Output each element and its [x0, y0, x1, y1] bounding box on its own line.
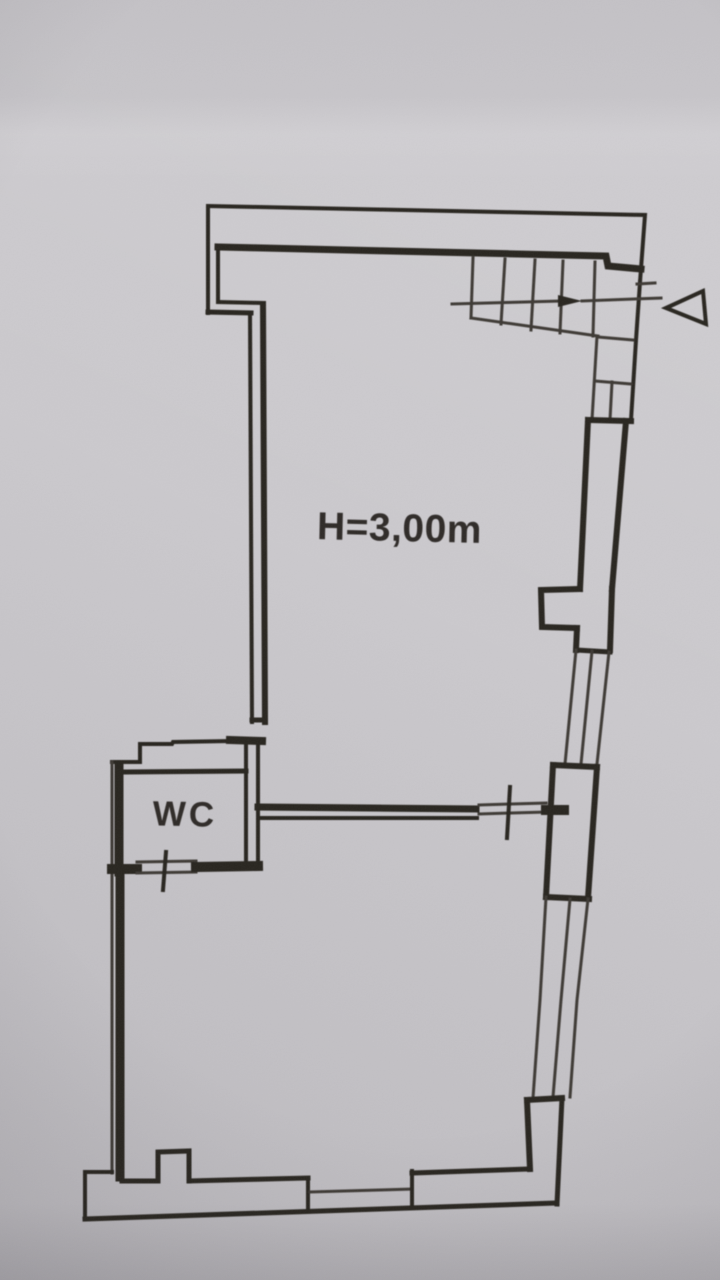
- right-wall-outer-stair: [628, 279, 643, 423]
- left-step-inner: [215, 299, 265, 306]
- stair-tread-3: [529, 258, 537, 332]
- partition-door-tick: [504, 784, 513, 841]
- left-step-outer: [205, 309, 254, 316]
- room-left-wall-outer: [247, 310, 255, 725]
- corner-outer: [554, 1095, 565, 1207]
- stair-entry-tick: [635, 281, 657, 286]
- wc-top-wall-inner: [122, 768, 249, 775]
- window1-mid: [579, 649, 594, 766]
- window1-outer: [595, 650, 611, 766]
- room-left-wall-inner: [259, 300, 269, 726]
- bottom-wall-outer: [82, 1200, 560, 1222]
- corner-cap-top: [523, 1094, 566, 1104]
- stair-direction-line: [450, 299, 562, 306]
- right-wall-seg2-left: [542, 761, 557, 901]
- stair-flight2-left-edge: [590, 334, 599, 422]
- window2-inner: [531, 895, 548, 1100]
- bottom-wall-inner-right: [409, 1166, 533, 1176]
- stair-tread-8: [608, 380, 614, 422]
- stair-tread-1: [469, 256, 475, 320]
- top-wall-outer: [205, 203, 648, 285]
- stair-tread-2: [499, 257, 507, 326]
- right-wall-seg2-cap-bottom: [542, 893, 593, 903]
- wc-bottom-wall-right: [190, 860, 264, 873]
- stair-tread-5: [591, 260, 597, 338]
- entrance-arrow-icon: [660, 288, 709, 328]
- right-wall-seg1-lower-left: [572, 624, 581, 654]
- ceiling-height-label: H=3,00m: [316, 505, 483, 552]
- window2-outer: [568, 897, 590, 1099]
- wc-room-label: WC: [152, 794, 218, 835]
- stair-direction-arrowhead: [558, 295, 582, 307]
- wc-door-line-b: [135, 870, 198, 875]
- right-wall-pilaster-edge: [606, 585, 616, 654]
- right-wall-seg1-left: [576, 416, 592, 593]
- bottom-door-mid-line: [308, 1187, 414, 1194]
- top-wall-inner: [214, 243, 645, 273]
- wc-top-wall-outer: [110, 738, 233, 764]
- bottom-wall-inner-mid: [186, 1175, 311, 1184]
- partition-door-line-b: [477, 810, 548, 816]
- right-wall-seg2-right: [584, 763, 601, 902]
- window1-inner: [563, 648, 578, 766]
- corner-left: [523, 1096, 534, 1173]
- stair-tread-6: [596, 335, 635, 342]
- partition-door-line-a: [477, 801, 548, 807]
- partition-wall-top: [254, 803, 480, 813]
- bottom-wall-pier: [155, 1148, 192, 1184]
- right-wall-seg2-cap-top: [549, 761, 601, 771]
- right-wall-pilaster: [537, 585, 584, 632]
- stair-flight1-edge: [469, 316, 600, 338]
- window2-mid: [551, 897, 572, 1099]
- right-wall-seg1-right: [608, 417, 630, 593]
- wc-door-tick: [160, 849, 169, 893]
